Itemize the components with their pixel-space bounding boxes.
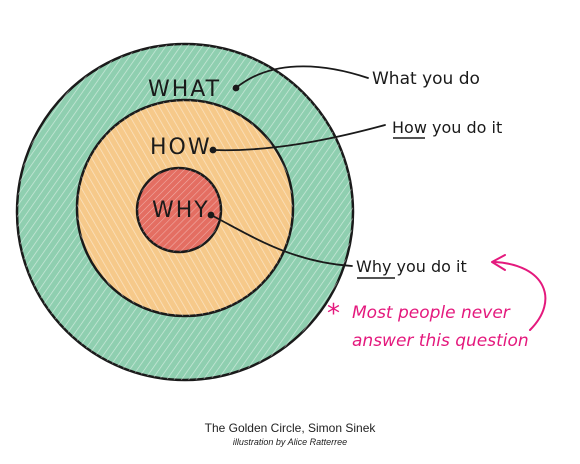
connector-how: [212, 124, 386, 152]
caption-title: The Golden Circle, Simon Sinek: [204, 421, 376, 435]
annotation-how: How you do it: [392, 118, 502, 137]
caption-credit: illustration by Alice Ratterree: [232, 437, 348, 447]
note-line-1: Most people never: [352, 303, 511, 323]
annotation-what: What you do: [372, 69, 480, 89]
note-star: *: [327, 299, 340, 329]
pink-note: * Most people never answer this question: [327, 299, 529, 351]
ring-label-what: WHAT: [148, 77, 221, 102]
ring-why: [135, 166, 223, 254]
connector-why: [210, 214, 353, 267]
annotation-why: Why you do it: [356, 257, 467, 276]
connector-how-dot: [209, 146, 217, 154]
connector-why-dot: [207, 211, 215, 219]
ring-label-how: HOW: [150, 135, 212, 160]
pink-arrowhead: [491, 254, 506, 271]
ring-label-why: WHY: [152, 198, 210, 223]
pink-arrow: [494, 261, 547, 331]
connector-what-dot: [232, 84, 240, 92]
note-line-2: answer this question: [352, 331, 529, 351]
connector-what: [235, 65, 369, 89]
